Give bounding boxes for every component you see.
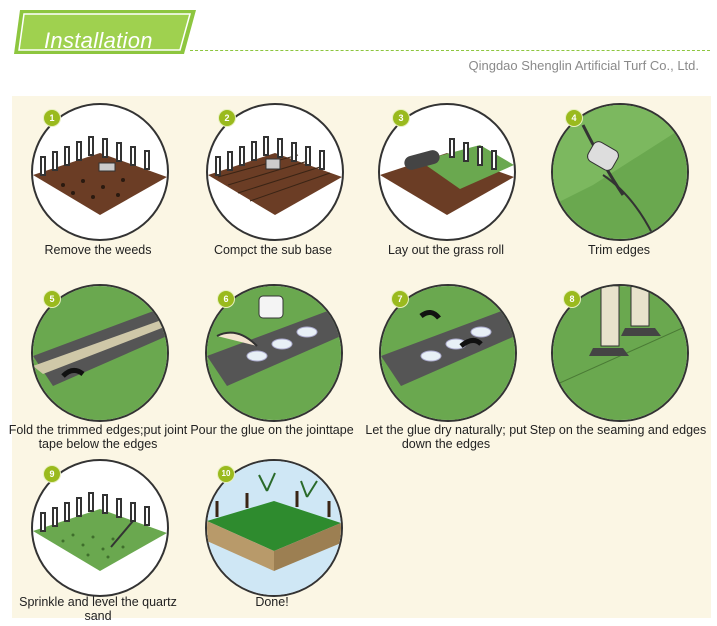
- step-2-caption: Compct the sub base: [183, 243, 363, 257]
- step-9-number-badge: 9: [43, 465, 61, 483]
- page-title: Installation: [44, 28, 153, 54]
- step-4-caption: Trim edges: [529, 243, 709, 257]
- step-1-caption: Remove the weeds: [8, 243, 188, 257]
- step-3-number-badge: 3: [392, 109, 410, 127]
- step-8-caption: Step on the seaming and edges: [528, 423, 708, 437]
- company-name: Qingdao Shenglin Artificial Turf Co., Lt…: [468, 58, 699, 73]
- step-7-number-badge: 7: [391, 290, 409, 308]
- step-9-caption: Sprinkle and level the quartz sand: [8, 595, 188, 623]
- step-6-number-badge: 6: [217, 290, 235, 308]
- step-5-number-badge: 5: [43, 290, 61, 308]
- step-2-number-badge: 2: [218, 109, 236, 127]
- section-header-tab: Installation: [14, 10, 194, 56]
- step-5-caption: Fold the trimmed edges;put joint tape be…: [8, 423, 188, 451]
- header-divider: [190, 50, 710, 51]
- step-4-number-badge: 4: [565, 109, 583, 127]
- step-1-number-badge: 1: [43, 109, 61, 127]
- step-3-caption: Lay out the grass roll: [356, 243, 536, 257]
- step-10-caption: Done!: [182, 595, 362, 609]
- step-8-number-badge: 8: [563, 290, 581, 308]
- step-7-caption: Let the glue dry naturally; put down the…: [356, 423, 536, 451]
- step-10-number-badge: 10: [217, 465, 235, 483]
- step-6-caption: Pour the glue on the jointtape: [182, 423, 362, 437]
